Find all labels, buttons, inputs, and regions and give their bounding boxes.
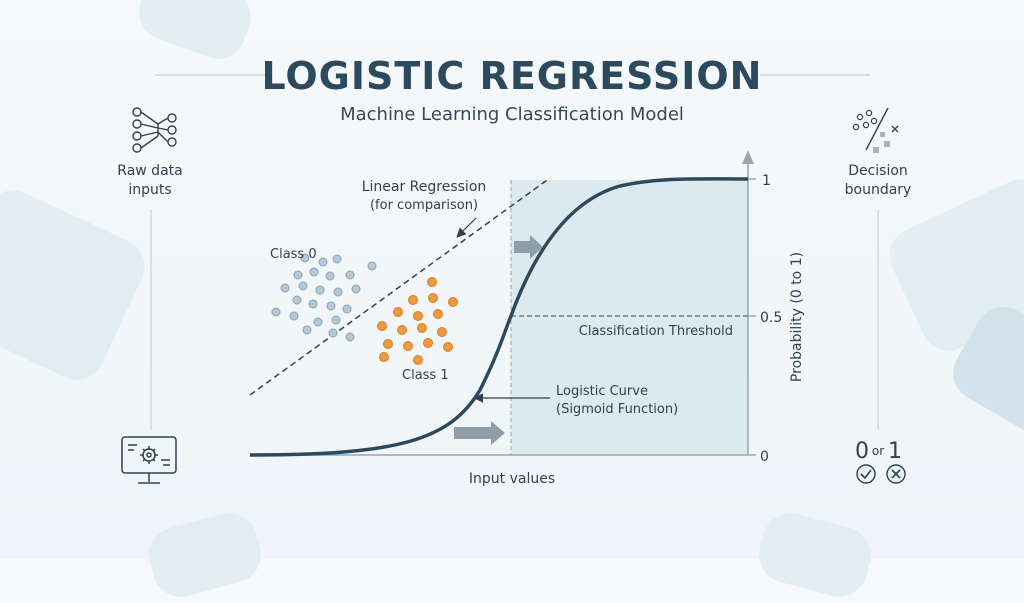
arrow-right-top-icon [514,235,543,259]
check-circle-icon [856,464,876,484]
linear-regression-label: Linear Regression [362,179,487,195]
scatter-boundary-icon [852,107,899,153]
logistic-sub: (Sigmoid Function) [556,402,678,417]
logistic-curve [249,177,749,457]
output-zero: 0 [855,439,869,464]
y-axis-arrow-icon [742,150,754,164]
left-top-label-line1: Raw data [117,163,182,179]
page-title: LOGISTIC REGRESSION [261,54,763,98]
frame-line-top-left [155,74,265,76]
arrow-right-bottom-icon [454,421,505,445]
monitor-gear-icon [121,436,177,484]
left-top-label-line2: inputs [128,182,171,198]
x-circle-icon [886,464,906,484]
y-tick-1: 1 [762,173,771,189]
frame-line-left [150,210,152,430]
y-tick-05: 0.5 [760,310,782,326]
shaded-region [511,180,748,455]
diagram-canvas: Linear Regression (for comparison) Class… [117,107,912,487]
y-axis-label: Probability (0 to 1) [789,252,805,382]
linear-regression-line [249,177,551,396]
output-one: 1 [888,439,902,464]
output-or: or [872,444,884,458]
right-top-label-line2: boundary [845,182,912,198]
class1-points [377,277,458,365]
linear-annotation-arrow [456,217,477,238]
logistic-label: Logistic Curve [556,384,648,399]
class0-points [271,253,377,342]
linear-regression-sub: (for comparison) [370,198,478,213]
page-subtitle: Machine Learning Classification Model [340,104,684,125]
class0-label: Class 0 [270,247,317,262]
x-axis-label: Input values [469,471,555,487]
frame-line-right [877,210,879,430]
threshold-label: Classification Threshold [579,324,733,339]
neural-network-icon [132,107,177,153]
right-top-label-line1: Decision [848,163,908,179]
y-tick-0: 0 [760,449,769,465]
class1-label: Class 1 [402,368,449,383]
frame-line-top-right [760,74,870,76]
